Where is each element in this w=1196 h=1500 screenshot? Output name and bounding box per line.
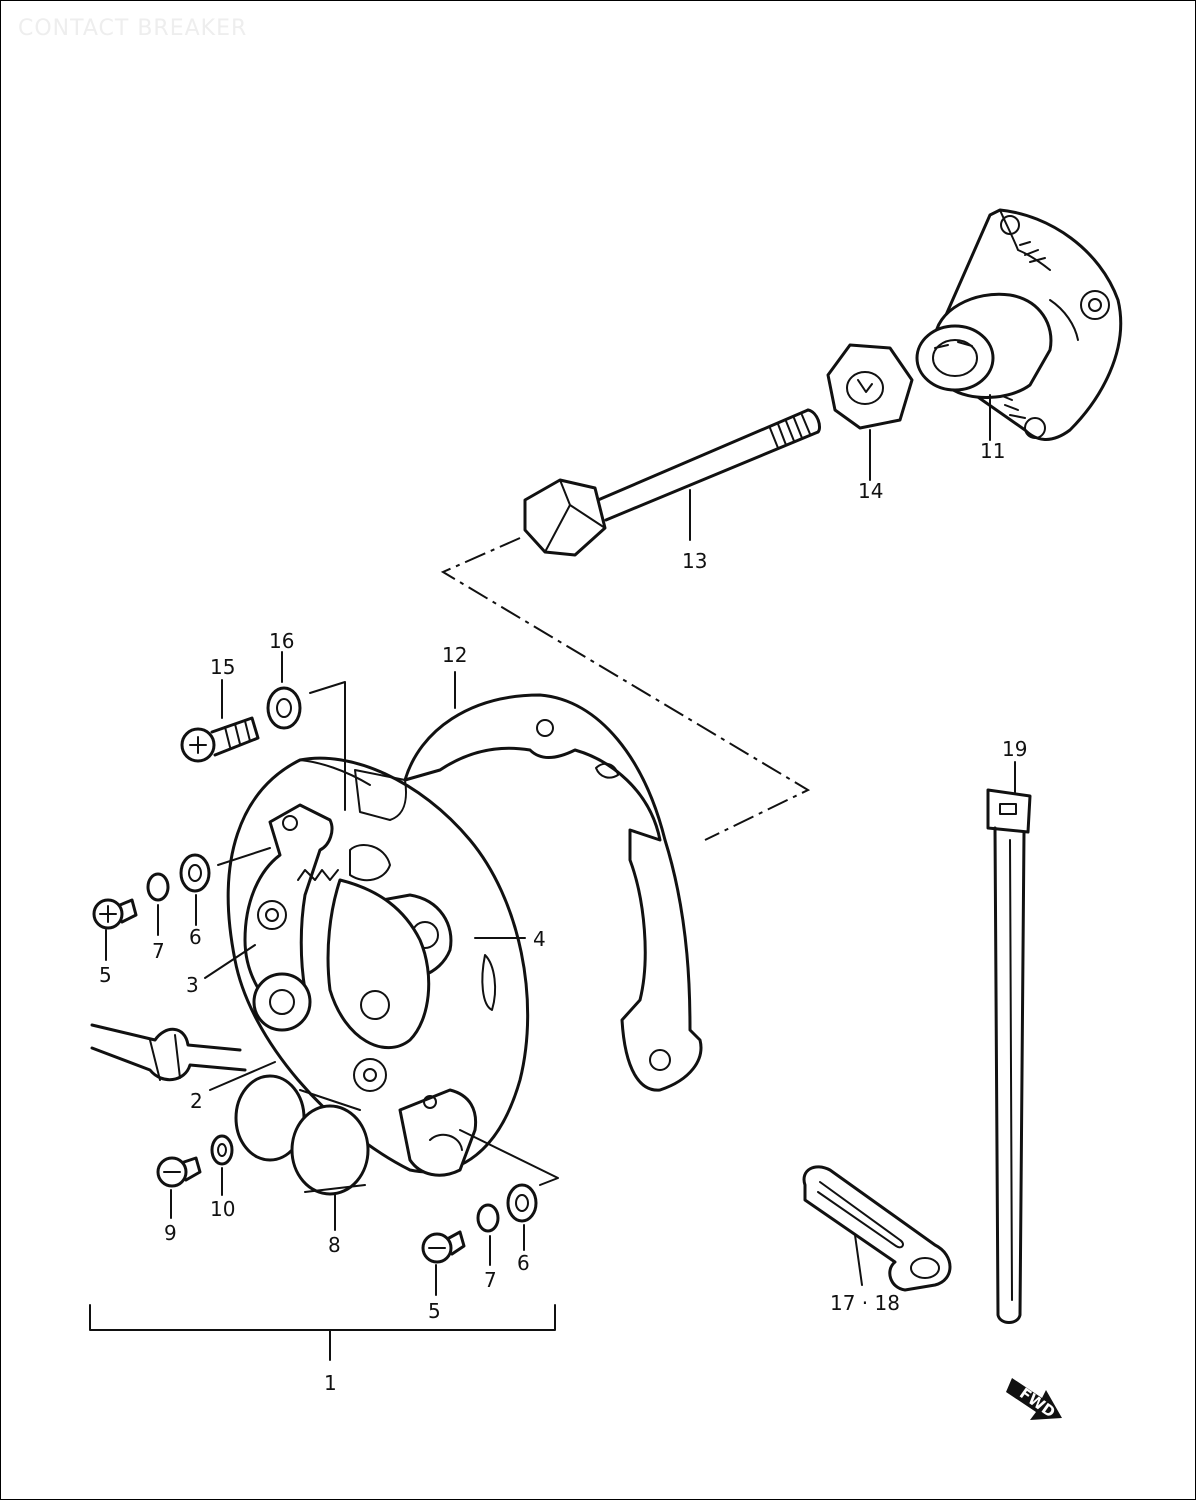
callout-1: 1 xyxy=(324,1371,337,1395)
leader-3 xyxy=(204,944,256,979)
lock-washer-7-right xyxy=(476,1203,500,1266)
callout-9: 9 xyxy=(164,1221,177,1245)
callout-14: 14 xyxy=(858,479,883,503)
callout-2: 2 xyxy=(190,1089,203,1113)
callout-4: 4 xyxy=(533,927,546,951)
nut xyxy=(826,343,914,481)
callout-19: 19 xyxy=(1002,737,1027,761)
screw-9 xyxy=(156,1156,202,1219)
callout-6-right: 6 xyxy=(517,1251,530,1275)
bolt xyxy=(523,408,822,557)
phantom-line-left xyxy=(217,847,271,866)
callout-7-left: 7 xyxy=(152,939,165,963)
washer-16 xyxy=(266,651,302,730)
assembly-bracket xyxy=(89,1304,556,1361)
advancer-unit xyxy=(915,208,1123,441)
screw-15 xyxy=(180,679,260,763)
alignment-line xyxy=(440,537,811,841)
fwd-arrow: FWD xyxy=(1006,1378,1062,1421)
phantom-line-right xyxy=(459,1129,559,1186)
callout-7-right: 7 xyxy=(484,1268,497,1292)
screw-5-right xyxy=(421,1230,466,1296)
callout-3: 3 xyxy=(186,973,199,997)
washer-6-right xyxy=(506,1183,538,1251)
callout-11: 11 xyxy=(980,439,1005,463)
callout-16: 16 xyxy=(269,629,294,653)
shield-cover xyxy=(403,671,703,1092)
breaker-plate-assembly xyxy=(90,756,530,1231)
callout-8: 8 xyxy=(328,1233,341,1257)
callout-10: 10 xyxy=(210,1197,235,1221)
callout-12: 12 xyxy=(442,643,467,667)
washer-6-left xyxy=(179,853,211,926)
screw-5-left xyxy=(92,898,138,961)
clamp xyxy=(802,1165,952,1292)
callout-15: 15 xyxy=(210,655,235,679)
callout-17-18: 17 · 18 xyxy=(830,1291,900,1315)
cable-tie xyxy=(986,761,1032,1324)
diagram-title: CONTACT BREAKER xyxy=(18,16,248,41)
callout-5-left: 5 xyxy=(99,963,112,987)
callout-13: 13 xyxy=(682,549,707,573)
leader-2 xyxy=(209,1061,276,1091)
washer-10 xyxy=(210,1134,234,1196)
phantom-line-top xyxy=(309,681,346,811)
callout-5-right: 5 xyxy=(428,1299,441,1323)
callout-6-left: 6 xyxy=(189,925,202,949)
lock-washer-7-left xyxy=(146,872,170,936)
